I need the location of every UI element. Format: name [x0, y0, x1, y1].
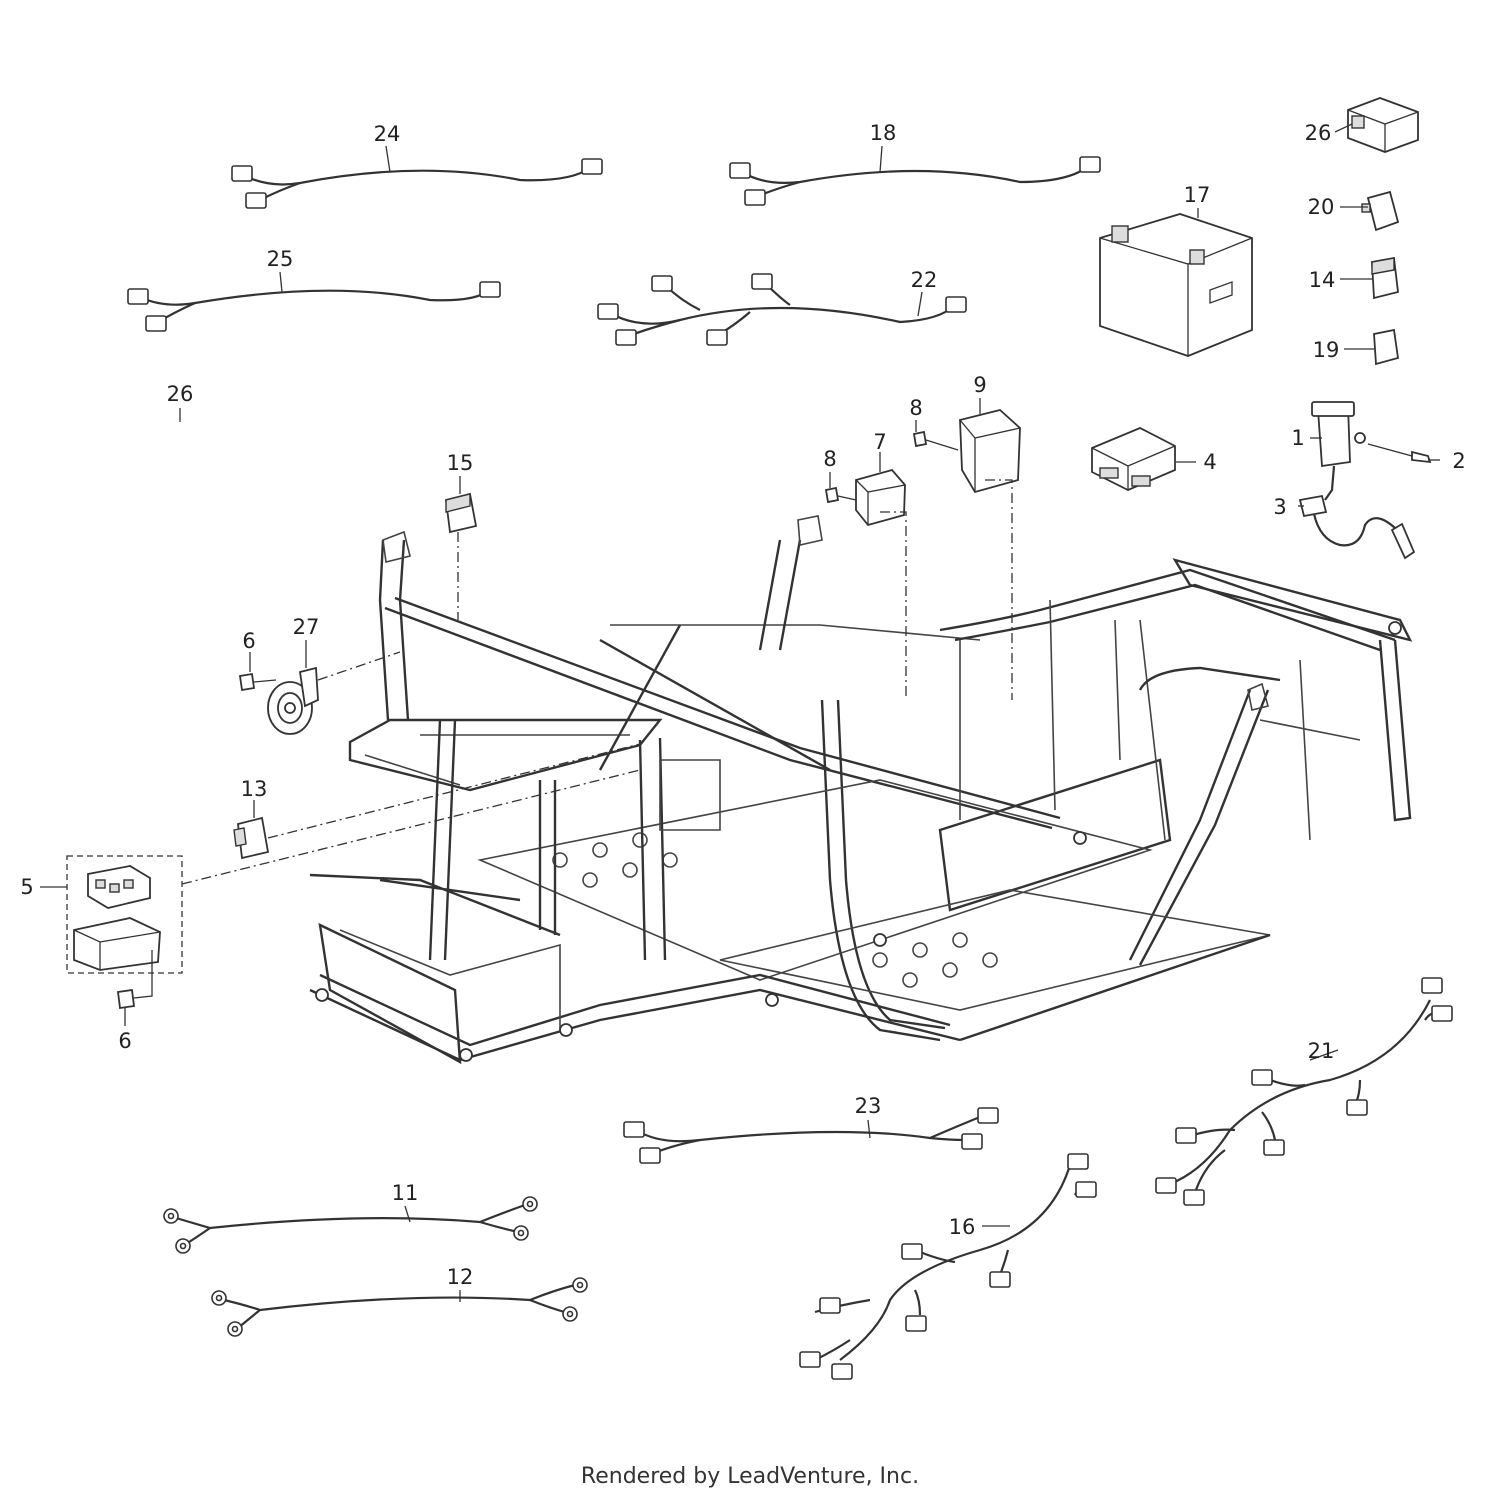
bolt-8a [912, 430, 959, 451]
relay-15 [445, 492, 478, 534]
label-26-callout: 26 [167, 382, 194, 406]
label-18: 18 [870, 121, 897, 145]
mount-tabs [315, 621, 1402, 1062]
label-11: 11 [392, 1181, 419, 1205]
label-19: 19 [1313, 338, 1340, 362]
footer-credit: Rendered by LeadVenture, Inc. [580, 1464, 920, 1489]
ignition-coil-1 [1311, 401, 1432, 501]
label-9: 9 [973, 373, 986, 397]
fuse-box-5 [66, 855, 183, 974]
label-8b: 8 [823, 447, 836, 471]
horn-27 [267, 666, 319, 735]
label-24: 24 [374, 122, 401, 146]
harness-24 [231, 158, 603, 209]
label-2: 2 [1452, 449, 1465, 473]
assembly-lines [181, 479, 1013, 885]
ecu-4 [1091, 427, 1176, 491]
label-20: 20 [1308, 195, 1335, 219]
harness-22 [597, 273, 967, 346]
module-7 [855, 468, 906, 527]
label-3: 3 [1273, 495, 1286, 519]
label-5: 5 [20, 875, 33, 899]
label-22: 22 [911, 268, 938, 292]
label-6b: 6 [118, 1029, 131, 1053]
relay-14 [1371, 256, 1399, 300]
label-23: 23 [855, 1094, 882, 1118]
label-7: 7 [873, 430, 886, 454]
relay-19 [1373, 328, 1400, 366]
harness-12 [211, 1277, 588, 1337]
label-25: 25 [267, 247, 294, 271]
floor-holes [552, 832, 998, 988]
leader-lines [40, 123, 1440, 1302]
label-21: 21 [1308, 1039, 1335, 1063]
label-27: 27 [293, 615, 320, 639]
label-1: 1 [1291, 426, 1304, 450]
harness-18 [729, 156, 1101, 206]
label-8a: 8 [909, 396, 922, 420]
label-12: 12 [447, 1265, 474, 1289]
label-13: 13 [241, 777, 268, 801]
module-9 [959, 409, 1021, 494]
bolt-6b [116, 950, 153, 1010]
label-26-relay: 26 [1305, 121, 1332, 145]
relay-26 [1347, 97, 1419, 153]
harness-23 [623, 1107, 999, 1164]
harness-11 [163, 1196, 538, 1254]
harness-25 [127, 281, 501, 332]
bolt-6a [238, 672, 277, 692]
chassis-frame [309, 515, 1413, 1065]
bolt-8b [824, 486, 857, 504]
spark-plug-lead-3 [1298, 494, 1416, 560]
harness-16 [799, 1153, 1097, 1380]
label-17: 17 [1184, 183, 1211, 207]
relay-20 [1361, 190, 1400, 232]
harness-21 [1155, 977, 1453, 1206]
label-16: 16 [949, 1215, 976, 1239]
label-15: 15 [447, 451, 474, 475]
relay-13 [233, 816, 270, 860]
label-14: 14 [1309, 268, 1336, 292]
label-4: 4 [1203, 450, 1216, 474]
battery-17 [1099, 213, 1253, 357]
label-6a: 6 [242, 629, 255, 653]
callout-labels: 24 18 26 17 20 25 22 14 19 26 9 8 1 2 7 … [20, 121, 1465, 1289]
